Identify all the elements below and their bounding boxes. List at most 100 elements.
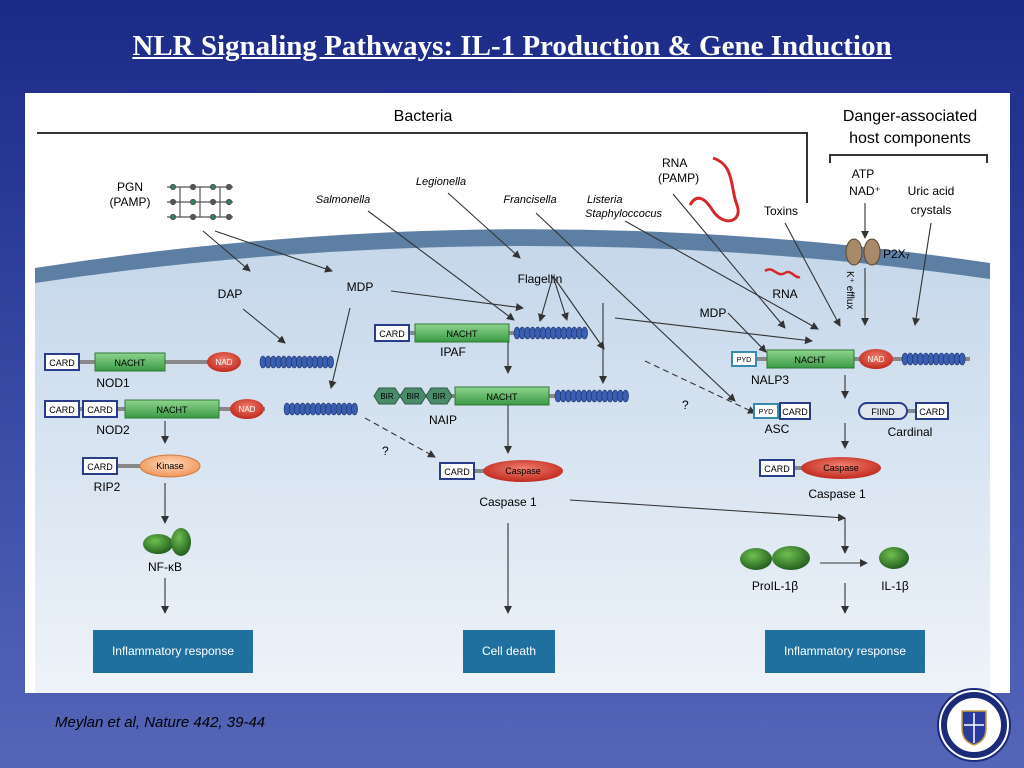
- naip-label: NAIP: [429, 413, 457, 427]
- svg-text:CARD: CARD: [444, 467, 470, 477]
- svg-text:NACHT: NACHT: [487, 392, 519, 402]
- nod2-lrr: [283, 402, 358, 416]
- nad-plus-label: NAD⁺: [849, 184, 881, 198]
- uric-label-1: Uric acid: [908, 184, 955, 198]
- ipaf-card: [374, 324, 410, 342]
- nalp3-protein: PYD NACHT NAD: [731, 349, 970, 369]
- asc-card: [779, 402, 811, 420]
- svg-text:CARD: CARD: [49, 405, 75, 415]
- nod1-nad: [207, 352, 241, 372]
- svg-text:NACHT: NACHT: [447, 329, 479, 339]
- caspase1-center-label: Caspase 1: [479, 495, 537, 509]
- svg-text:PYD: PYD: [737, 357, 751, 364]
- nod2-nad: [230, 399, 264, 419]
- danger-bracket: [829, 154, 988, 163]
- proil1b-subunit-2: [772, 546, 810, 570]
- naip-bir-3: [425, 387, 453, 405]
- rna-pamp-label-2: (PAMP): [658, 171, 699, 185]
- rip2-label: RIP2: [94, 480, 121, 494]
- svg-text:NAD: NAD: [216, 358, 233, 367]
- listeria-label: Listeria: [587, 194, 622, 206]
- ipaf-protein: CARD NACHT: [374, 323, 588, 343]
- mdp-right-label: MDP: [700, 306, 727, 320]
- asc-label: ASC: [765, 422, 790, 436]
- rip2-card: [82, 457, 118, 475]
- dashed-arrows: [364, 360, 756, 458]
- nod2-protein: CARD CARD NACHT NAD: [44, 399, 358, 419]
- inflammatory-response-right-label: Inflammatory response: [784, 644, 906, 658]
- nod2-card-2: [82, 400, 118, 418]
- p2x7-channel-left: [845, 238, 863, 266]
- nod2-label: NOD2: [96, 423, 130, 437]
- caspase1-right-domain: [801, 457, 881, 479]
- svg-text:NAD: NAD: [868, 355, 885, 364]
- nalp3-lrr: [901, 352, 966, 366]
- university-seal-icon: [937, 688, 1011, 762]
- svg-text:CARD: CARD: [919, 407, 945, 417]
- danger-label-2: host components: [849, 130, 971, 147]
- pgn-label: PGN: [117, 180, 143, 194]
- rna-inner-label: RNA: [772, 287, 797, 301]
- question-mark-1: ?: [382, 444, 389, 458]
- il1b-label: IL-1β: [881, 579, 909, 593]
- ipaf-lrr: [513, 326, 588, 340]
- svg-text:Caspase: Caspase: [505, 466, 541, 476]
- svg-text:CARD: CARD: [87, 462, 113, 472]
- nod2-card-1: [44, 400, 80, 418]
- citation: Meylan et al, Nature 442, 39-44: [55, 714, 266, 731]
- svg-text:FIIND: FIIND: [871, 407, 895, 417]
- svg-text:PYD: PYD: [759, 409, 773, 416]
- naip-nacht: [454, 386, 550, 406]
- lrr-bead: [351, 402, 358, 416]
- svg-text:NAD: NAD: [239, 405, 256, 414]
- nod1-protein: CARD NACHT NAD: [44, 352, 334, 372]
- rna-pamp-label-1: RNA: [662, 156, 687, 170]
- asc-pyd: [753, 403, 779, 419]
- proil1b-label: ProIL-1β: [752, 579, 798, 593]
- bacteria-label: Bacteria: [394, 108, 453, 125]
- signal-arrows: [161, 192, 932, 614]
- rna-inner-icon: [764, 268, 801, 279]
- dap-label: DAP: [218, 287, 243, 301]
- cell-death-box: [463, 630, 555, 673]
- nfkb-subunit-2: [171, 528, 191, 556]
- svg-text:CARD: CARD: [87, 405, 113, 415]
- nod1-lrr: [259, 355, 334, 369]
- nalp3-label: NALP3: [751, 373, 789, 387]
- nod1-label: NOD1: [96, 376, 130, 390]
- p2x7-channel-right: [863, 238, 881, 266]
- svg-text:NACHT: NACHT: [795, 355, 827, 365]
- svg-text:CARD: CARD: [764, 464, 790, 474]
- ipaf-nacht: [414, 323, 510, 343]
- p2x7-label: P2X₇: [883, 247, 910, 261]
- nalp3-pyd: [731, 351, 757, 367]
- caspase1-right-label: Caspase 1: [808, 487, 866, 501]
- slide-title: NLR Signaling Pathways: IL-1 Production …: [132, 30, 892, 62]
- k-efflux-label: K⁺ efflux: [844, 271, 855, 309]
- svg-text:CARD: CARD: [49, 358, 75, 368]
- caspase1-center-domain: [483, 460, 563, 482]
- svg-text:BIR: BIR: [406, 392, 420, 401]
- cardinal-label: Cardinal: [888, 425, 933, 439]
- proil1b-subunit-1: [740, 548, 772, 570]
- toxins-label: Toxins: [764, 204, 798, 218]
- caspase1-center-card: [439, 462, 475, 480]
- svg-text:BIR: BIR: [380, 392, 394, 401]
- atp-label: ATP: [852, 167, 874, 181]
- inflammatory-response-left-box: [93, 630, 253, 673]
- lrr-bead: [622, 389, 629, 403]
- nfkb-label: NF-κB: [148, 560, 182, 574]
- naip-lrr: [554, 389, 629, 403]
- inflammatory-response-left-label: Inflammatory response: [112, 644, 234, 658]
- pgn-lattice-icon: [167, 183, 233, 221]
- staph-label: Staphyloccocus: [585, 208, 663, 220]
- cardinal-find: [858, 402, 908, 420]
- cell-death-label: Cell death: [482, 644, 536, 658]
- lrr-bead: [958, 352, 966, 366]
- bacteria-bracket: [37, 132, 808, 203]
- svg-text:Caspase: Caspase: [823, 463, 859, 473]
- uric-label-2: crystals: [911, 203, 952, 217]
- nod1-card: [44, 353, 80, 371]
- francisella-label: Francisella: [503, 194, 556, 206]
- question-mark-2: ?: [682, 398, 689, 412]
